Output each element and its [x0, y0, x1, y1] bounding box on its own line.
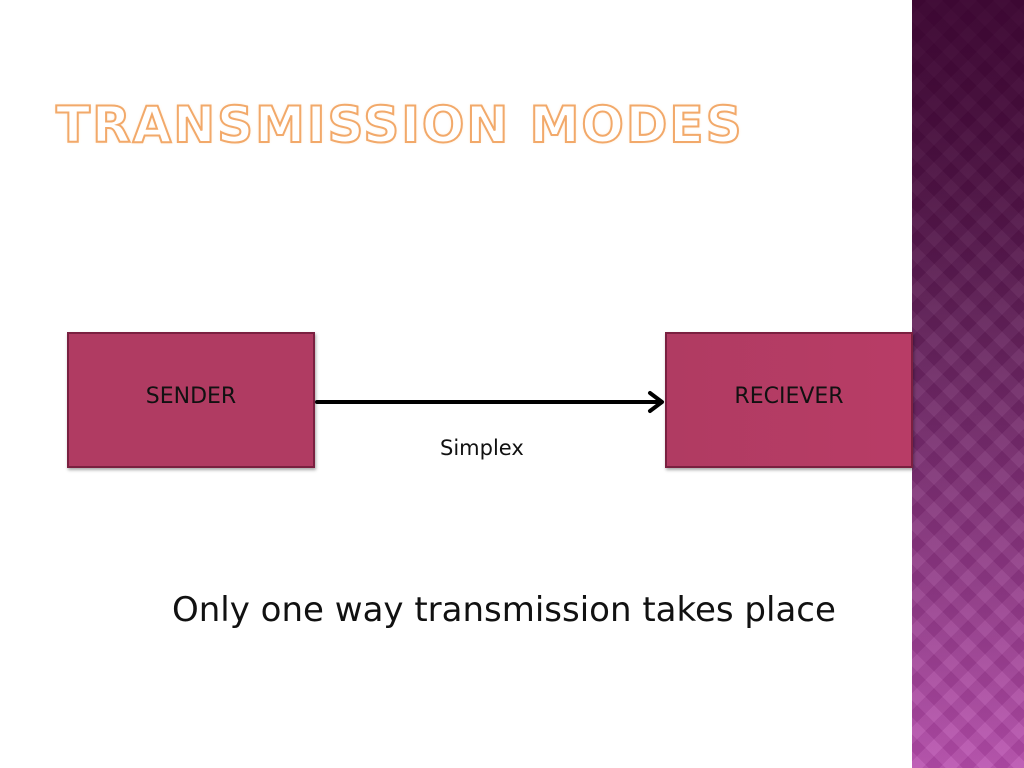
receiver-label: RECIEVER: [734, 384, 844, 409]
receiver-box: RECIEVER: [665, 332, 913, 468]
slide-title: TRANSMISSION MODES: [55, 96, 744, 154]
one-way-arrow: [315, 391, 664, 413]
arrow-head: [648, 391, 664, 413]
slide-caption: Only one way transmission takes place: [172, 590, 836, 630]
decorative-side-band: [912, 0, 1024, 768]
sender-label: SENDER: [145, 384, 237, 409]
transmission-mode-label: Simplex: [440, 436, 524, 460]
sender-box: SENDER: [67, 332, 315, 468]
